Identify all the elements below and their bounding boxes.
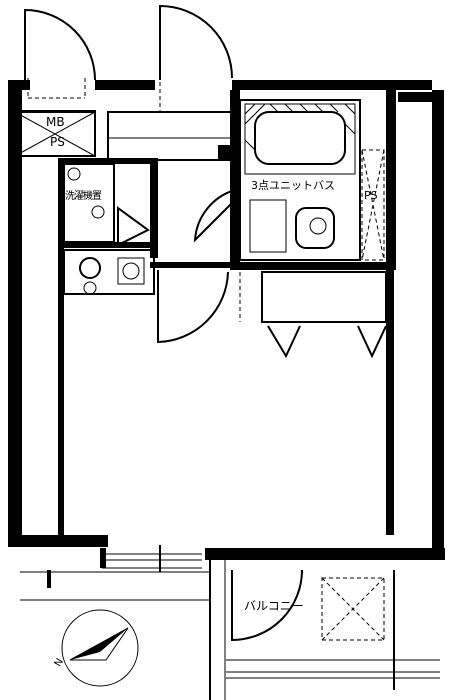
unit-bath (239, 99, 361, 261)
ps-left-label: PS (50, 135, 65, 149)
balcony-label: バルコニー (244, 599, 304, 613)
bathroom-door (193, 189, 236, 243)
interior-walls (58, 90, 396, 538)
washer-label: 洗濯機置 (65, 191, 102, 202)
unit-bath-label: 3点ユニットバス (251, 179, 335, 192)
entrance-doors (24, 4, 233, 112)
mb-ps-closet (14, 110, 96, 157)
ps-right (361, 149, 385, 261)
balcony (209, 560, 440, 700)
compass-rose (61, 609, 139, 687)
shoe-cabinet (107, 111, 239, 161)
kitchen-counter (63, 249, 155, 295)
exterior-walls (8, 80, 445, 560)
washer-space (63, 163, 150, 247)
ps-right-label: PS (364, 189, 378, 202)
main-room-window (20, 545, 210, 601)
room-door (157, 270, 229, 344)
mb-label: MB (46, 115, 65, 129)
closet (239, 271, 387, 359)
